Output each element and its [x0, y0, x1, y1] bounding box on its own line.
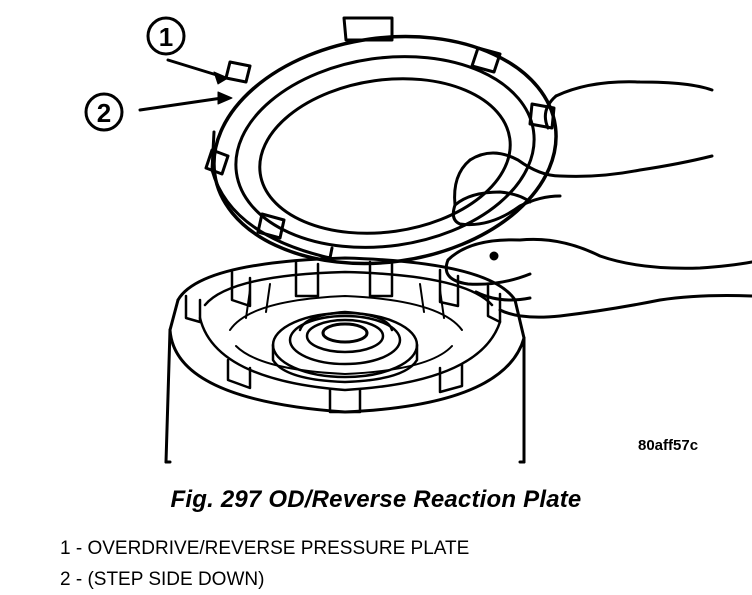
- reaction-plate: [204, 16, 558, 266]
- callout-legend: 1 - OVERDRIVE/REVERSE PRESSURE PLATE 2 -…: [60, 533, 469, 595]
- center-hub: [271, 310, 419, 384]
- illustration: 1 2: [84, 16, 752, 464]
- callout-leaders: [138, 58, 224, 112]
- legend-item-2: 2 - (STEP SIDE DOWN): [60, 569, 265, 590]
- callout-1-circle: [146, 16, 186, 56]
- hand-upper: [451, 80, 714, 227]
- inner-splines: [229, 283, 463, 375]
- callout-1-number: 1: [159, 22, 173, 52]
- figure-reference-code: 80aff57c: [638, 437, 699, 454]
- legend-item-1: 1 - OVERDRIVE/REVERSE PRESSURE PLATE: [60, 538, 470, 559]
- callout-2-number: 2: [97, 98, 111, 128]
- figure-caption: Fig. 297 OD/Reverse Reaction Plate: [170, 486, 582, 513]
- callout-2-circle: [84, 92, 124, 132]
- hand-lower: [444, 237, 752, 319]
- clutch-housing: [164, 256, 526, 464]
